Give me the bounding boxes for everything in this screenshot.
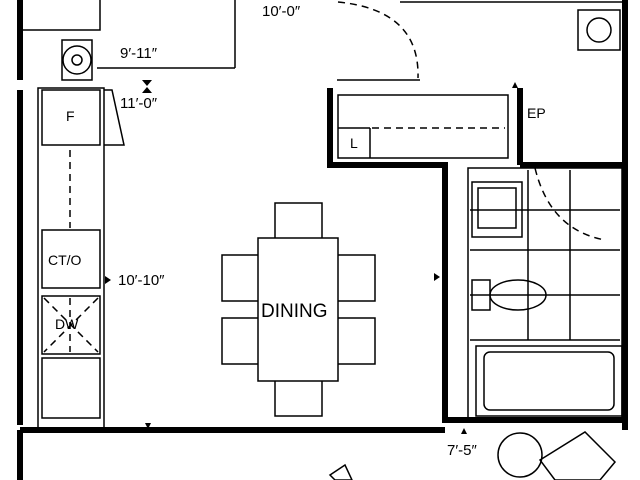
fridge-door	[104, 89, 125, 146]
dimension-kitchen-height: 11′-0″	[120, 95, 158, 112]
washer-box	[61, 39, 93, 81]
door-swing-bath	[534, 167, 606, 241]
bathtub	[475, 345, 623, 417]
bath-tiles	[467, 167, 623, 419]
room-label-dining: DINING	[261, 301, 328, 322]
dining-chair-right-1	[336, 254, 376, 302]
washer-drum	[62, 45, 92, 75]
walls	[17, 0, 628, 480]
dimension-markers	[105, 80, 518, 434]
appliance-label-laundry: L	[350, 135, 358, 151]
appliance-label-fridge: F	[66, 108, 75, 124]
dining-chair-bottom	[274, 379, 323, 417]
dining-chair-right-2	[336, 317, 376, 365]
dimension-top-right: 10′-0″	[262, 3, 301, 20]
thin-lines	[19, 0, 625, 480]
armchair	[538, 431, 617, 480]
door-swing-top	[337, 1, 419, 79]
upper-right-appliance-circle	[586, 17, 612, 43]
dashed-lines	[43, 1, 606, 353]
kitchen-counter	[37, 87, 105, 429]
appliance-label-cooktop-oven: CT/O	[48, 252, 82, 268]
vanity	[471, 181, 523, 238]
chair-corner	[328, 463, 353, 480]
round-table	[497, 432, 543, 478]
toilet-bowl	[489, 279, 547, 311]
bathtub-inner	[483, 351, 615, 411]
wall-bath-enclosure	[327, 88, 625, 423]
laundry-cabinet	[337, 94, 509, 159]
dining-chair-left-1	[221, 254, 261, 302]
dishwasher-box	[41, 295, 101, 355]
dw-dashed-2	[43, 297, 99, 353]
appliance-label-electrical-panel: EP	[527, 105, 546, 121]
dimension-kitchen-width: 10′-10″	[118, 272, 165, 289]
closet-upper	[19, 0, 101, 31]
fridge-box	[41, 89, 101, 146]
washer-hub	[71, 54, 83, 66]
appliance-label-dishwasher: DW	[55, 316, 79, 332]
cooktop-box	[41, 229, 101, 289]
dimension-kitchen-upper: 9′-11″	[120, 45, 158, 62]
upper-right-appliance	[577, 9, 621, 51]
dining-chair-left-2	[221, 317, 261, 365]
sink-box	[41, 357, 101, 419]
dimension-bath-width: 7′-5″	[447, 442, 477, 459]
dining-set	[221, 202, 376, 417]
dining-chair-top	[274, 202, 323, 240]
vanity-basin	[477, 187, 517, 229]
dining-table	[257, 237, 339, 382]
